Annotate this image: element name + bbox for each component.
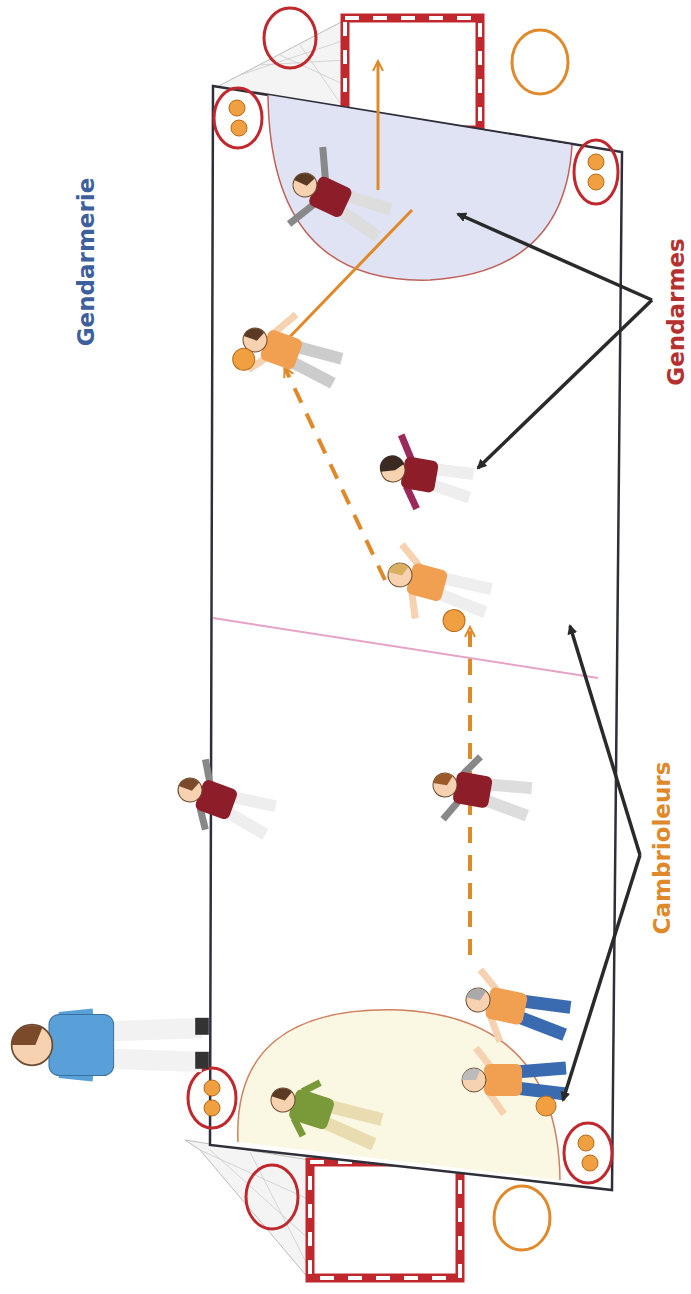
group-label: Gendarmerie [73, 178, 99, 347]
group-label: Gendarmes [663, 238, 689, 385]
group-label: Cambrioleurs [649, 762, 675, 935]
